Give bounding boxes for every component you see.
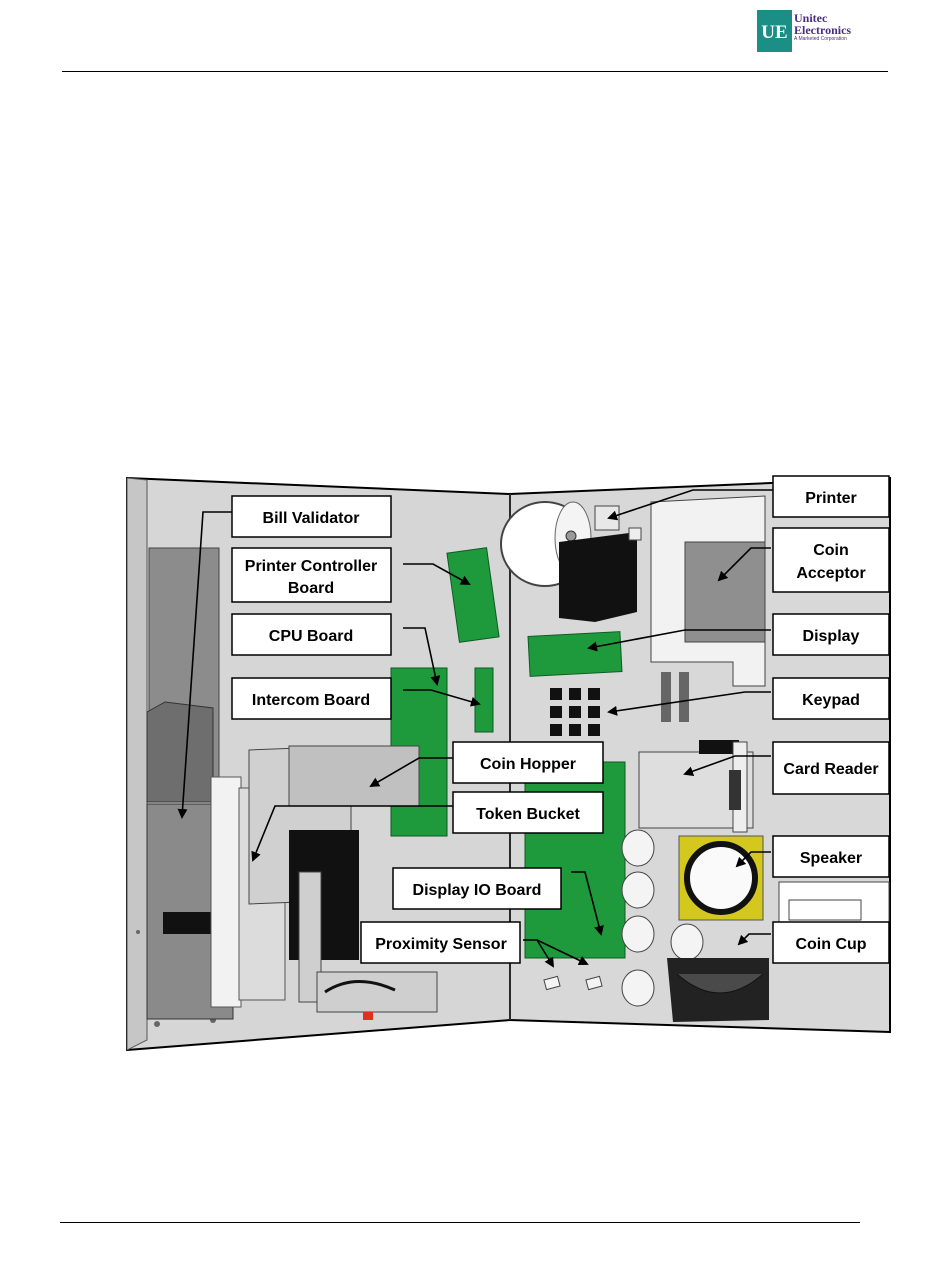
svg-text:Board: Board: [288, 580, 334, 597]
svg-text:Coin: Coin: [813, 542, 849, 559]
svg-text:Token Bucket: Token Bucket: [476, 806, 580, 823]
label-token-bucket: Token Bucket: [453, 792, 603, 833]
label-display-io-board: Display IO Board: [393, 868, 561, 909]
kiosk-component-diagram: Bill Validator Printer Controller Board …: [125, 472, 893, 1054]
svg-text:Display IO Board: Display IO Board: [413, 882, 542, 899]
svg-text:Coin Hopper: Coin Hopper: [480, 756, 576, 773]
label-display: Display: [773, 614, 889, 655]
label-coin-cup: Coin Cup: [773, 922, 889, 963]
label-intercom-board: Intercom Board: [232, 678, 391, 719]
footer-rule: [60, 1222, 860, 1223]
svg-text:Display: Display: [803, 628, 860, 645]
label-cpu-board: CPU Board: [232, 614, 391, 655]
svg-text:Speaker: Speaker: [800, 850, 862, 867]
header-rule: [62, 71, 888, 72]
label-coin-acceptor: Coin Acceptor: [773, 528, 889, 592]
label-printer: Printer: [773, 476, 889, 517]
logo-mark: UE: [757, 10, 792, 52]
svg-text:Printer: Printer: [805, 490, 857, 507]
svg-text:Coin Cup: Coin Cup: [795, 936, 866, 953]
label-proximity-sensor: Proximity Sensor: [361, 922, 520, 963]
svg-text:Printer Controller: Printer Controller: [245, 558, 377, 575]
svg-text:Bill Validator: Bill Validator: [263, 510, 360, 527]
svg-text:Keypad: Keypad: [802, 692, 860, 709]
logo-line-tagline: A Marketed Corporation: [794, 36, 894, 43]
logo-line-electronics: Electronics: [794, 24, 894, 36]
svg-text:CPU Board: CPU Board: [269, 628, 353, 645]
logo-mark-text: UE: [761, 22, 787, 43]
label-bill-validator: Bill Validator: [232, 496, 391, 537]
logo-wordmark: Unitec Electronics A Marketed Corporatio…: [794, 12, 894, 43]
label-coin-hopper: Coin Hopper: [453, 742, 603, 783]
label-speaker: Speaker: [773, 836, 889, 877]
label-card-reader: Card Reader: [773, 742, 889, 794]
svg-text:Proximity Sensor: Proximity Sensor: [375, 936, 507, 953]
svg-text:Intercom Board: Intercom Board: [252, 692, 370, 709]
label-keypad: Keypad: [773, 678, 889, 719]
svg-text:Acceptor: Acceptor: [796, 565, 865, 582]
svg-text:Card Reader: Card Reader: [783, 761, 878, 778]
label-printer-controller-board: Printer Controller Board: [232, 548, 391, 602]
